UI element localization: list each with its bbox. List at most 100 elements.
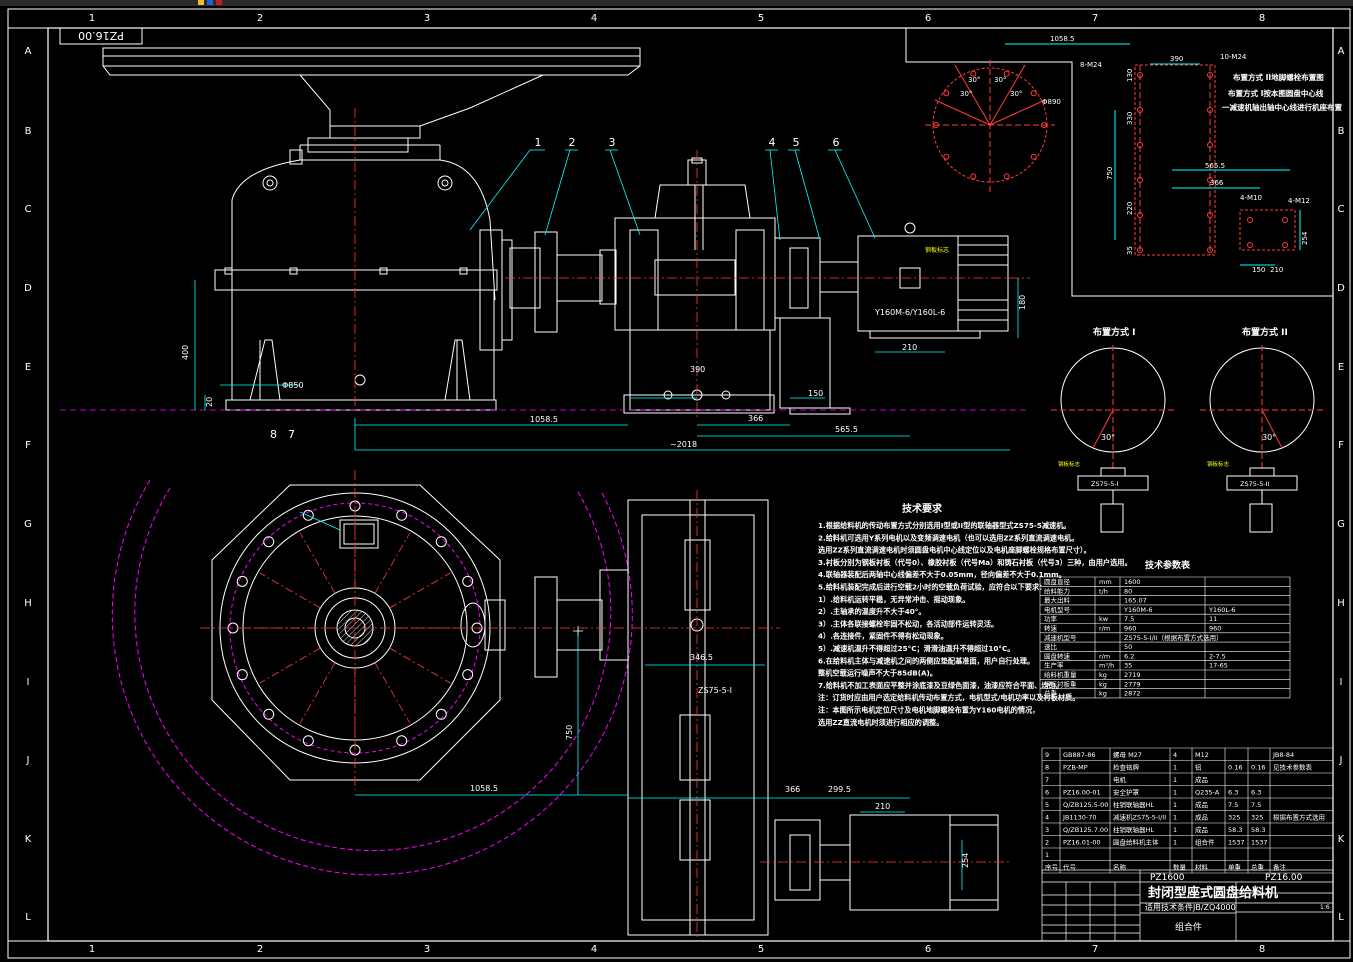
param-cell: 电机型号 [1044,605,1071,614]
title-code: PZ16.00 [1265,873,1303,883]
dimension-label: Φ890 [1042,98,1061,106]
bolt-hole [1207,177,1213,183]
bom-cell: 1 [1045,851,1049,859]
dimension-label: 1058.5 [470,784,498,793]
bom-cell: 成品 [1195,825,1208,834]
grid-col-label: 7 [1092,13,1098,24]
bolt-hole [1030,153,1037,160]
param-cell: 1600 [1124,578,1141,586]
bolt-hole [396,735,408,747]
bolt-hole [236,669,248,681]
radial-line [374,662,411,724]
dimension-label: 1058.5 [530,415,558,424]
dimension-label: 30° [994,76,1006,84]
grid-row-label: G [1337,519,1345,530]
bolt-hole [1003,70,1010,77]
param-cell: kw [1099,615,1109,623]
bom-cell: 安全护罩 [1113,788,1140,797]
bom-cell: 减速机ZS75-5-I/II [1113,813,1166,822]
param-cell: kg [1099,671,1107,679]
grid-row-label: G [24,519,32,530]
title-assembly: 组合件 [1175,921,1202,933]
grid-row-label: C [25,204,32,215]
grid-row-label: D [24,283,32,294]
tech-req-line: 注：订货时应由用户选定给料机传动布置方式，电机型式/电机功率以及衬板材质。 [818,693,1079,702]
bom-cell: 组合件 [1195,838,1215,847]
coupling-2 [534,231,558,333]
grid-col-label: 4 [591,13,597,24]
grid-col-label: 5 [758,13,764,24]
front-dimensions [194,278,1019,451]
bom-cell: 柱销联轴器HL [1113,800,1154,809]
param-cell: kg [1099,680,1107,688]
bolt-hole [1137,142,1143,148]
toolbar-icon[interactable] [198,0,204,5]
title-scale: 1:6 [1320,904,1330,911]
grid-col-label: 2 [257,13,263,24]
toolbar-icon[interactable] [207,0,213,5]
tech-req-line: 3）.主体各联接螺栓牢固不松动，各活动部件运转灵活。 [818,619,998,628]
bom-cell: 7 [1045,776,1049,784]
grid-row-label: F [1338,440,1344,451]
bom-header-cell: 序号 [1045,863,1059,872]
callout-number: 4 [769,136,776,149]
dimension-label: 400 [181,345,190,360]
bom-header-cell: 代号 [1063,863,1077,872]
grid-row-label: D [1337,283,1345,294]
title-block [1041,869,1334,942]
bom-header-cell: 备注 [1273,863,1287,872]
layout-note: 布置方式 II地脚螺栓布置图 [1233,72,1324,82]
bom-cell: Q/ZB125.7.00 [1063,826,1108,834]
param-cell: 17-65 [1209,662,1228,670]
grid-row-label: I [27,677,30,688]
bom-cell: 见技术参数表 [1273,763,1313,772]
layout-bolt-holes [933,70,1288,253]
bolt-hole [1137,177,1143,183]
grid-row-label: E [1338,362,1344,373]
param-cell: 速比 [1044,642,1058,651]
bom-cell: 成品 [1195,813,1208,822]
tech-req-line: 7.给料机不加工表面应平整并涂底漆及豆绿色面漆，油漆应符合平面、均匀。 [818,681,1063,690]
bom-cell: Q/ZB125.5-00 [1063,801,1108,809]
param-cell: 2719 [1124,671,1141,679]
bolt-hole [1207,247,1213,253]
param-cell: 35 [1124,662,1132,670]
toolbar-icon[interactable] [216,0,222,5]
dimension-label: 30° [960,90,972,98]
bolt-hole [302,735,314,747]
grid-col-label: 5 [758,944,764,955]
bom-cell: PZ16.01-00 [1063,839,1101,847]
reducer-label: ZS75-5-II [1240,480,1270,488]
bolt-hole [1137,212,1143,218]
bolt-hole [435,536,447,548]
grid-row-label: K [1338,834,1345,845]
dimension-label: 30° [968,76,980,84]
arrangement-tag: 钢板标志 [1207,460,1230,468]
tech-req-line: 1.根据给料机的传动布置方式分别选用I型或II型的联轴器型式ZS75-5减速机。 [818,521,1071,530]
tech-req-line: 3.衬板分别为钢板衬板（代号0）、橡胶衬板（代号Ma）和铸石衬板（代号3）三种，… [818,558,1132,567]
bolt-hole [1207,142,1213,148]
drawing-code-box: PZ16.00 [59,27,143,45]
hub-collar [329,125,421,139]
radial-line [389,572,451,609]
param-cell: 2-7.5 [1209,652,1226,660]
bom-cell: 5 [1045,801,1049,809]
radial-line [299,662,336,724]
param-cell: ZS75-5-I/II（根据布置方式选用） [1124,633,1223,642]
title-standard: 适用技术条件JB/ZQ4000 [1145,902,1236,912]
callout-number: 2 [569,136,576,149]
grid-col-label: 6 [925,13,931,24]
grid-col-label: 8 [1259,13,1265,24]
dimension-label: 150 [808,389,823,398]
bom-cell: 电机 [1113,775,1127,784]
radial-line [389,647,451,684]
bom-cell: JB8-84 [1272,751,1294,759]
param-cell: 功率 [1044,614,1058,623]
